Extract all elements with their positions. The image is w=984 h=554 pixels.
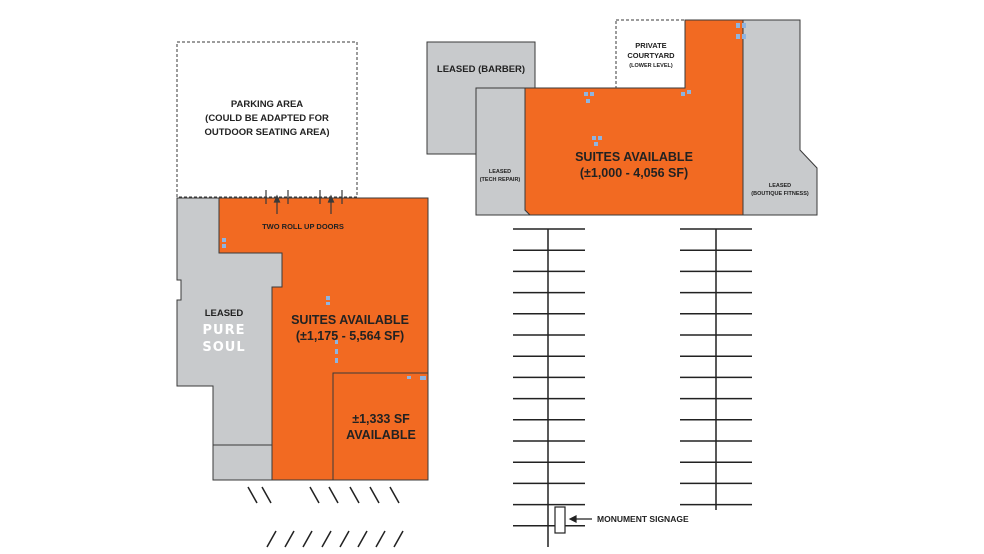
tech-repair-label-1: LEASED — [489, 169, 511, 175]
leased-bottom-space — [212, 444, 273, 481]
pure-soul-logo-line2: SOUL — [202, 340, 245, 355]
door-markers-right — [584, 23, 746, 146]
available-suites-left[interactable] — [218, 197, 429, 481]
small-suite-label-1: ±1,333 SF — [352, 412, 410, 426]
small-suite-label-2: AVAILABLE — [346, 428, 416, 442]
tech-repair-label-2: (TECH REPAIR) — [480, 177, 521, 183]
pure-soul-logo-line1: PURE — [203, 323, 246, 338]
monument-signage-label: MONUMENT SIGNAGE — [597, 514, 689, 524]
barber-label: LEASED (BARBER) — [437, 64, 525, 75]
courtyard-label-2: COURTYARD — [627, 51, 675, 60]
leased-tech-repair-space — [475, 87, 532, 216]
available-suite-small[interactable] — [332, 372, 429, 481]
left-parking-lines — [247, 486, 404, 548]
fitness-label-1: LEASED — [769, 183, 791, 189]
suites-right-label-2: (±1,000 - 4,056 SF) — [580, 166, 688, 180]
parking-area-label-2: (COULD BE ADAPTED FOR — [205, 113, 329, 124]
door-markers-left — [222, 238, 426, 380]
suites-left-label-1: SUITES AVAILABLE — [291, 313, 409, 327]
left-building: PARKING AREA (COULD BE ADAPTED FOR OUTDO… — [176, 41, 429, 481]
signage-arrow — [568, 515, 592, 523]
pure-soul-leased-label: LEASED — [205, 308, 244, 319]
roll-up-door-markers — [265, 190, 343, 214]
suites-right-label-1: SUITES AVAILABLE — [575, 150, 693, 164]
courtyard-label-1: PRIVATE — [635, 41, 666, 50]
monument-sign — [554, 506, 566, 534]
parking-area-label-1: PARKING AREA — [231, 99, 303, 110]
roll-up-doors-label: TWO ROLL UP DOORS — [262, 222, 344, 231]
courtyard-label-3: (LOWER LEVEL) — [629, 63, 673, 69]
parking-area-label-3: OUTDOOR SEATING AREA) — [204, 127, 329, 138]
right-building: LEASED (BARBER) PRIVATE COURTYARD (LOWER… — [426, 19, 818, 216]
fitness-label-2: (BOUTIQUE FITNESS) — [751, 191, 809, 197]
available-suites-right[interactable] — [524, 19, 744, 216]
right-parking-lot — [513, 228, 752, 547]
parking-area — [176, 41, 358, 198]
suites-left-label-2: (±1,175 - 5,564 SF) — [296, 329, 404, 343]
